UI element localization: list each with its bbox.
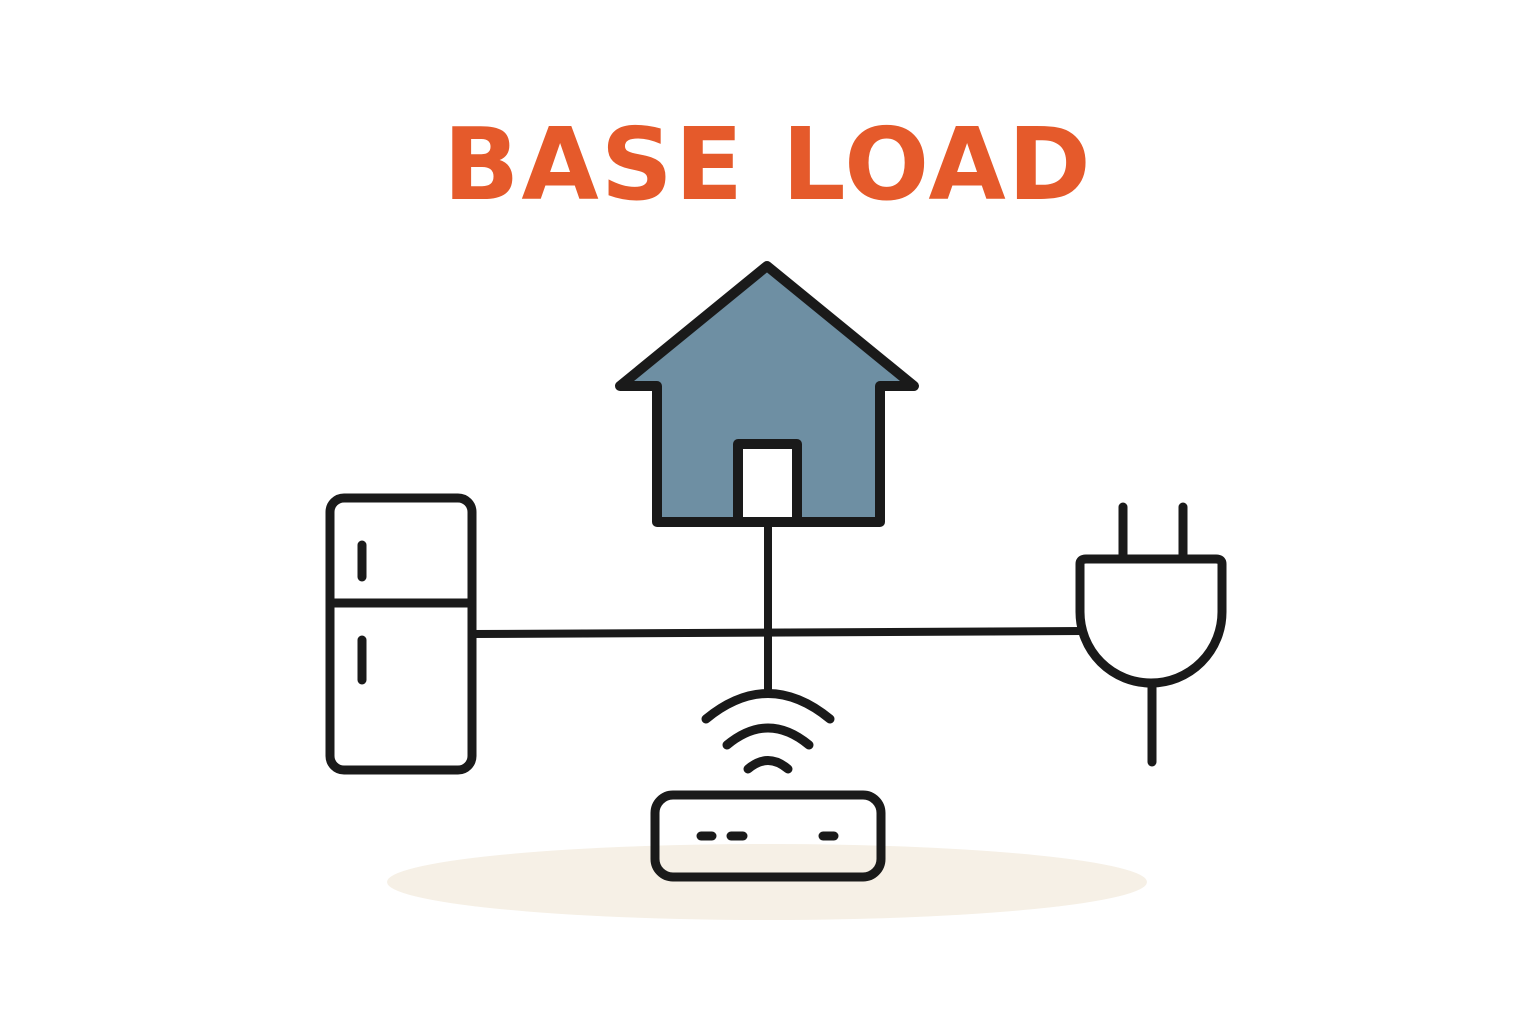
- wifi-router-icon: [650, 790, 886, 882]
- power-plug-icon: [1075, 502, 1227, 767]
- diagram-title: BASE LOAD: [443, 106, 1093, 223]
- house-body: [615, 261, 919, 527]
- wifi-arc-inner: [743, 756, 793, 774]
- house-door: [733, 439, 802, 522]
- wifi-arc-middle: [722, 723, 814, 750]
- refrigerator-body: [325, 493, 477, 775]
- house-icon: [615, 261, 919, 527]
- ground-shadow: [387, 844, 1147, 920]
- horizontal-bus-line: [468, 627, 1086, 638]
- wifi-arc-outer: [701, 689, 835, 724]
- connector-lines: [468, 518, 1086, 696]
- plug-body: [1075, 554, 1227, 688]
- wifi-signal-icon: [701, 689, 835, 774]
- refrigerator-icon: [325, 493, 477, 775]
- router-body: [650, 790, 886, 882]
